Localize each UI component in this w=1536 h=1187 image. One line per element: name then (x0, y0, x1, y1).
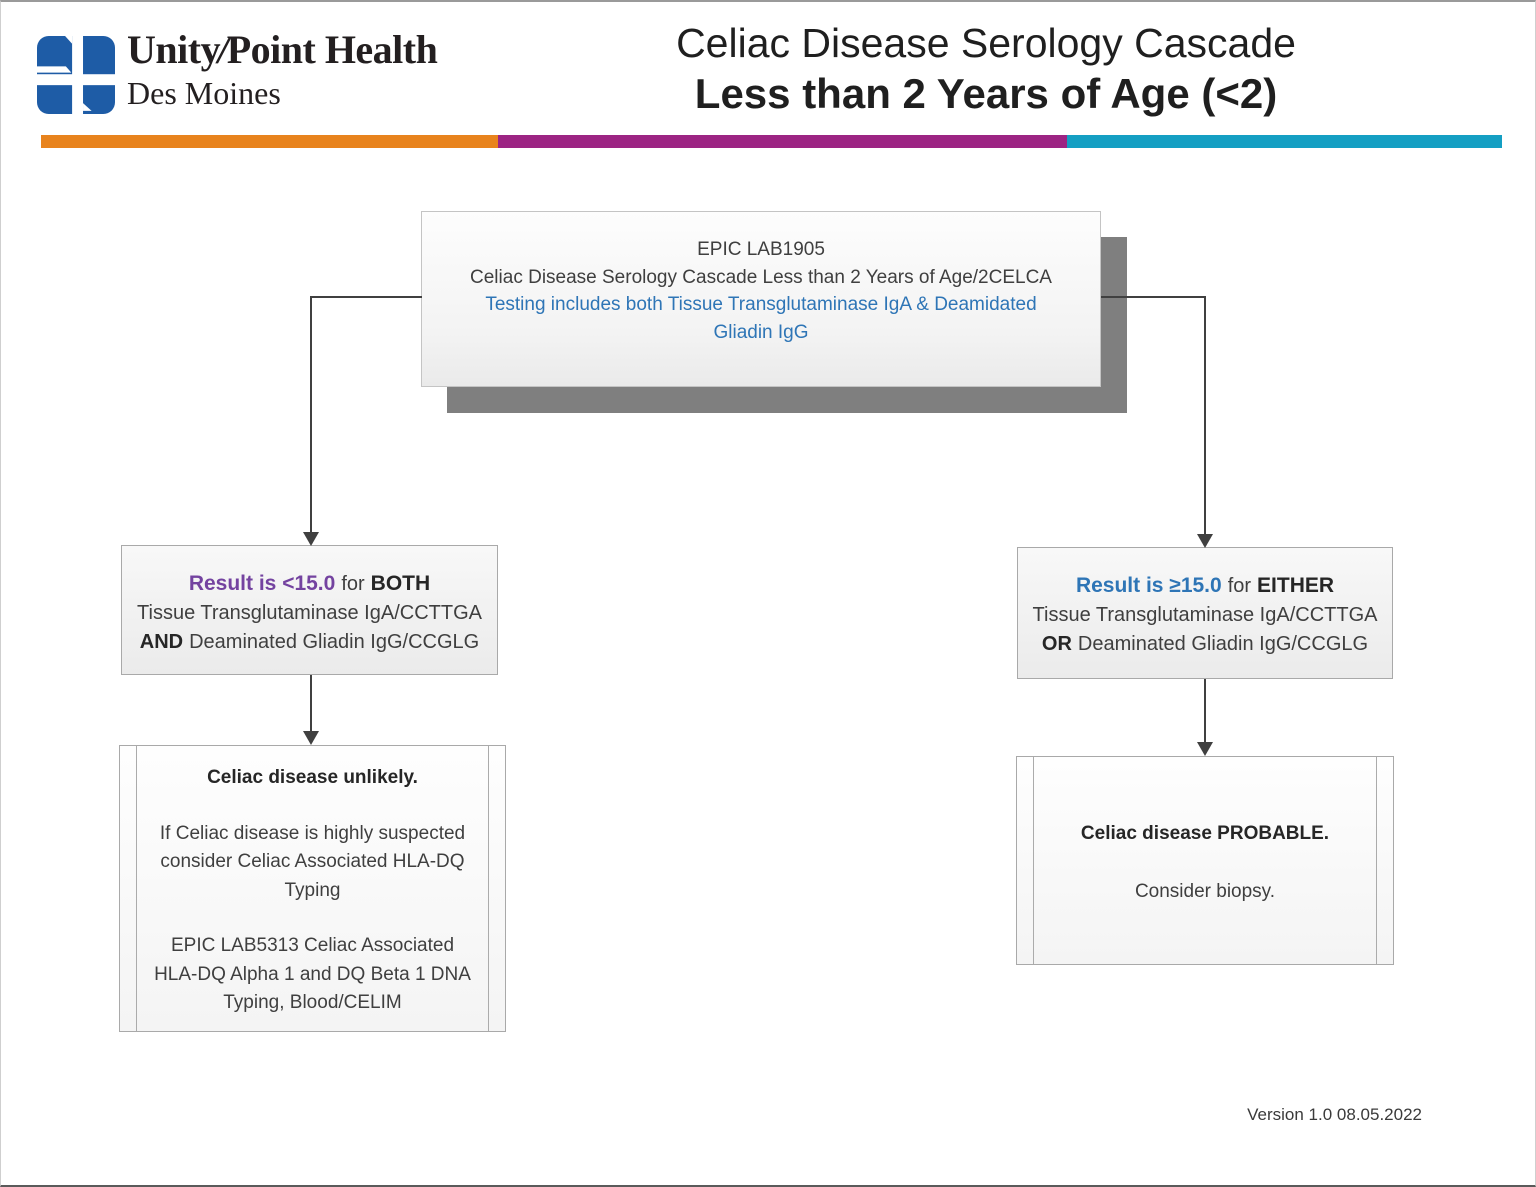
and-operator: AND (139, 631, 184, 653)
page-title-line2: Less than 2 Years of Age (<2) (694, 70, 1278, 117)
left-outcome-box: Celiac disease unlikely. If Celiac disea… (119, 745, 506, 1032)
root-note-line1: Testing includes both Tissue Transglutam… (485, 294, 1037, 315)
right-outcome-box: Celiac disease PROBABLE. Consider biopsy… (1016, 756, 1394, 965)
divider-orange-segment (41, 135, 498, 148)
left-outcome-advice: If Celiac disease is highly suspected co… (159, 822, 466, 901)
right-outcome-advice: Consider biopsy. (1134, 880, 1276, 902)
page-title: Celiac Disease Serology Cascade Less tha… (601, 18, 1371, 120)
version-label: Version 1.0 08.05.2022 (1247, 1105, 1422, 1124)
divider-purple-segment (498, 135, 1067, 148)
org-identity: Unity/Point Health Des Moines (127, 26, 438, 112)
divider-teal-segment (1067, 135, 1502, 148)
arrowhead-left-condition (303, 532, 319, 546)
arrowhead-right-condition (1197, 534, 1213, 548)
header-divider-bar (41, 135, 1502, 148)
root-order-name: Celiac Disease Serology Cascade Less tha… (470, 266, 1052, 288)
unitypoint-cross-icon (37, 36, 115, 114)
left-outcome-epic-order: EPIC LAB5313 Celiac Associated HLA-DQ Al… (154, 935, 471, 1013)
root-order-box: EPIC LAB1905 Celiac Disease Serology Cas… (421, 211, 1101, 387)
right-condition-test1: Tissue Transglutaminase IgA/CCTTGA (1032, 604, 1378, 626)
page-title-line1: Celiac Disease Serology Cascade (676, 20, 1296, 66)
arrowhead-left-outcome (303, 731, 319, 745)
right-outcome-heading: Celiac disease PROBABLE. (1080, 823, 1330, 844)
root-note-line2: Gliadin IgG (713, 321, 809, 343)
left-condition-test1: Tissue Transglutaminase IgA/CCTTGA (137, 602, 482, 624)
right-qualifier: EITHER (1257, 574, 1335, 597)
or-operator: OR (1041, 633, 1072, 655)
left-qualifier: BOTH (370, 572, 431, 595)
left-outcome-heading: Celiac disease unlikely. (207, 767, 418, 788)
left-result-value: Result is <15.0 (188, 572, 336, 595)
right-result-value: Result is ≥15.0 (1075, 574, 1222, 597)
root-epic-code: EPIC LAB1905 (697, 239, 825, 260)
for-word: for (1227, 575, 1252, 597)
org-name: Unity/Point Health (127, 27, 438, 72)
arrowhead-right-outcome (1197, 742, 1213, 756)
org-location: Des Moines (127, 75, 281, 111)
for-word: for (341, 573, 365, 595)
